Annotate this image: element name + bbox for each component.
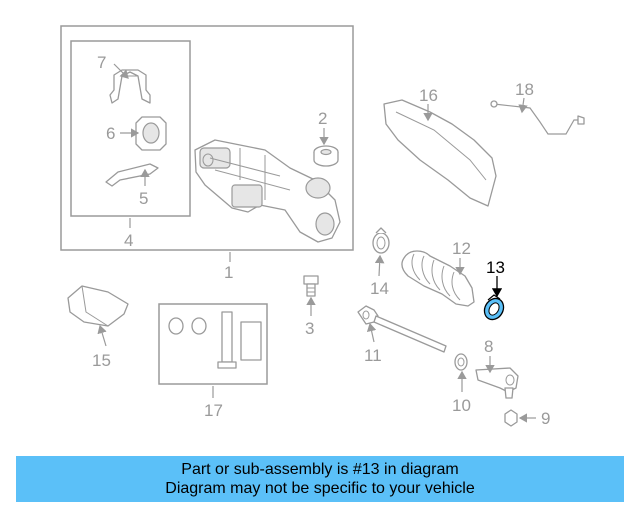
leader-lines xyxy=(97,63,536,423)
part-5-strap[interactable] xyxy=(105,163,159,187)
callout-2[interactable]: 2 xyxy=(318,109,327,128)
callout-16[interactable]: 16 xyxy=(419,86,438,105)
part-6-bushing[interactable] xyxy=(135,116,167,151)
callout-7[interactable]: 7 xyxy=(97,53,106,72)
part-15-cover[interactable] xyxy=(67,285,129,327)
part-3-bolt[interactable] xyxy=(303,275,319,297)
callout-14[interactable]: 14 xyxy=(370,279,389,298)
assembly-box-1 xyxy=(60,25,354,251)
callout-13[interactable]: 13 xyxy=(486,258,505,277)
part-18-hose[interactable] xyxy=(490,100,585,135)
banner-line-1: Part or sub-assembly is #13 in diagram xyxy=(181,461,459,478)
callout-3[interactable]: 3 xyxy=(305,319,314,338)
part-7-bracket[interactable] xyxy=(109,69,151,104)
part-13-clamp-highlighted[interactable] xyxy=(481,294,508,323)
callout-11[interactable]: 11 xyxy=(364,346,382,365)
part-12-boot[interactable] xyxy=(401,250,475,307)
part-8-tie-rod-end[interactable] xyxy=(475,367,519,399)
banner-line-2: Diagram may not be specific to your vehi… xyxy=(165,480,475,497)
part-1-steering-gear[interactable] xyxy=(194,139,341,243)
info-banner: Part or sub-assembly is #13 in diagram D… xyxy=(16,456,624,502)
part-16-heat-shield[interactable] xyxy=(383,99,497,207)
callout-1[interactable]: 1 xyxy=(224,263,233,282)
callout-15[interactable]: 15 xyxy=(92,351,111,370)
subassembly-box-4 xyxy=(70,40,191,217)
part-9-nut[interactable] xyxy=(504,409,518,427)
callout-labels: 1 2 3 4 5 6 7 8 9 10 11 12 13 14 15 16 1… xyxy=(92,53,550,428)
part-11-tie-rod[interactable] xyxy=(357,305,447,353)
parts-diagram: 1 2 3 4 5 6 7 8 9 10 11 12 13 14 15 16 1… xyxy=(60,25,585,428)
callout-5[interactable]: 5 xyxy=(139,189,148,208)
callout-12[interactable]: 12 xyxy=(452,239,471,258)
part-14-clamp[interactable] xyxy=(372,227,390,254)
callout-17[interactable]: 17 xyxy=(204,401,223,420)
part-10-nut[interactable] xyxy=(454,353,468,371)
callout-8[interactable]: 8 xyxy=(484,337,493,356)
callout-10[interactable]: 10 xyxy=(452,396,471,415)
kit-box-17 xyxy=(158,303,268,385)
part-2-seal[interactable] xyxy=(313,145,339,167)
callout-6[interactable]: 6 xyxy=(106,124,115,143)
callout-4[interactable]: 4 xyxy=(124,231,133,250)
part-17-kit-contents[interactable] xyxy=(168,311,262,369)
callout-9[interactable]: 9 xyxy=(541,409,550,428)
callout-18[interactable]: 18 xyxy=(515,80,534,99)
